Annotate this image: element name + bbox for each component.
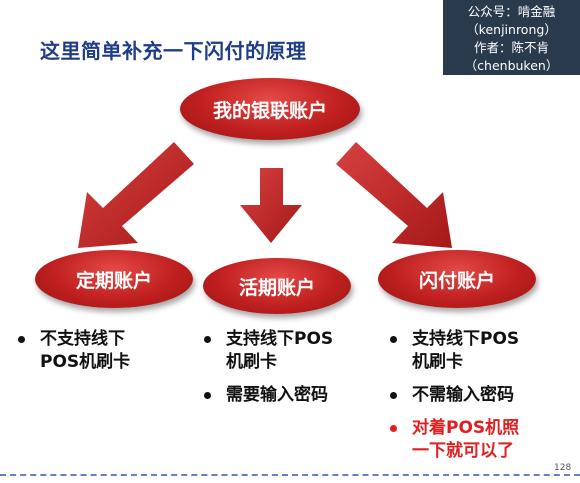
bullet-item: 不需输入密码 bbox=[388, 384, 558, 407]
bullet-text-line: 机刷卡 bbox=[412, 352, 463, 372]
bullet-dot-icon bbox=[390, 336, 397, 343]
node-label: 闪付账户 bbox=[418, 269, 495, 292]
bullet-text-line: 对着POS机照 bbox=[412, 418, 520, 438]
watermark-box: 公众号：啃金融 （kenjinrong） 作者：陈不肯 （chenbuken） bbox=[443, 0, 580, 75]
bullet-item: 支持线下POS 机刷卡 bbox=[202, 328, 372, 374]
footer-divider bbox=[0, 474, 580, 476]
bullet-text-line: 不需输入密码 bbox=[412, 385, 514, 405]
node-quickpass-account: 闪付账户 bbox=[378, 250, 536, 308]
bullet-text-line: 需要输入密码 bbox=[226, 385, 328, 405]
bullet-text-line: 支持线下POS bbox=[412, 329, 520, 349]
arrow-right bbox=[336, 142, 452, 248]
bullet-dot-icon bbox=[204, 336, 211, 343]
page-number: 128 bbox=[554, 463, 572, 473]
watermark-line: （chenbuken） bbox=[464, 58, 559, 73]
bullet-item: 需要输入密码 bbox=[202, 384, 372, 407]
bullet-text-line: 一下就可以了 bbox=[412, 441, 514, 461]
bullet-dot-icon bbox=[18, 336, 25, 343]
node-label: 活期账户 bbox=[238, 276, 315, 299]
bullet-text-line: 支持线下POS bbox=[226, 329, 334, 349]
column-current: 支持线下POS 机刷卡 需要输入密码 bbox=[202, 328, 372, 417]
arrow-middle bbox=[240, 168, 302, 243]
watermark-line: （kenjinrong） bbox=[466, 22, 557, 37]
bullet-text-line: POS机刷卡 bbox=[40, 352, 131, 372]
bullet-item-highlight: 对着POS机照 一下就可以了 bbox=[388, 417, 558, 463]
node-label: 定期账户 bbox=[75, 269, 152, 292]
bullet-dot-icon bbox=[390, 392, 397, 399]
node-fixed-deposit-account: 定期账户 bbox=[35, 250, 193, 308]
watermark-line: 作者：陈不肯 bbox=[473, 40, 549, 55]
bullet-item: 不支持线下 POS机刷卡 bbox=[16, 328, 186, 374]
column-fixed-deposit: 不支持线下 POS机刷卡 bbox=[16, 328, 186, 384]
bullet-dot-icon bbox=[390, 425, 397, 432]
node-unionpay-account: 我的银联账户 bbox=[180, 78, 360, 140]
node-label: 我的银联账户 bbox=[212, 99, 327, 122]
bullet-text-line: 不支持线下 bbox=[40, 329, 125, 349]
bullet-item: 支持线下POS 机刷卡 bbox=[388, 328, 558, 374]
arrow-left bbox=[78, 142, 194, 248]
column-quickpass: 支持线下POS 机刷卡 不需输入密码 对着POS机照 一下就可以了 bbox=[388, 328, 558, 473]
slide-title: 这里简单补充一下闪付的原理 bbox=[40, 39, 307, 63]
bullet-dot-icon bbox=[204, 392, 211, 399]
bullet-text-line: 机刷卡 bbox=[226, 352, 277, 372]
node-current-account: 活期账户 bbox=[203, 258, 351, 314]
watermark-line: 公众号：啃金融 bbox=[467, 4, 556, 19]
